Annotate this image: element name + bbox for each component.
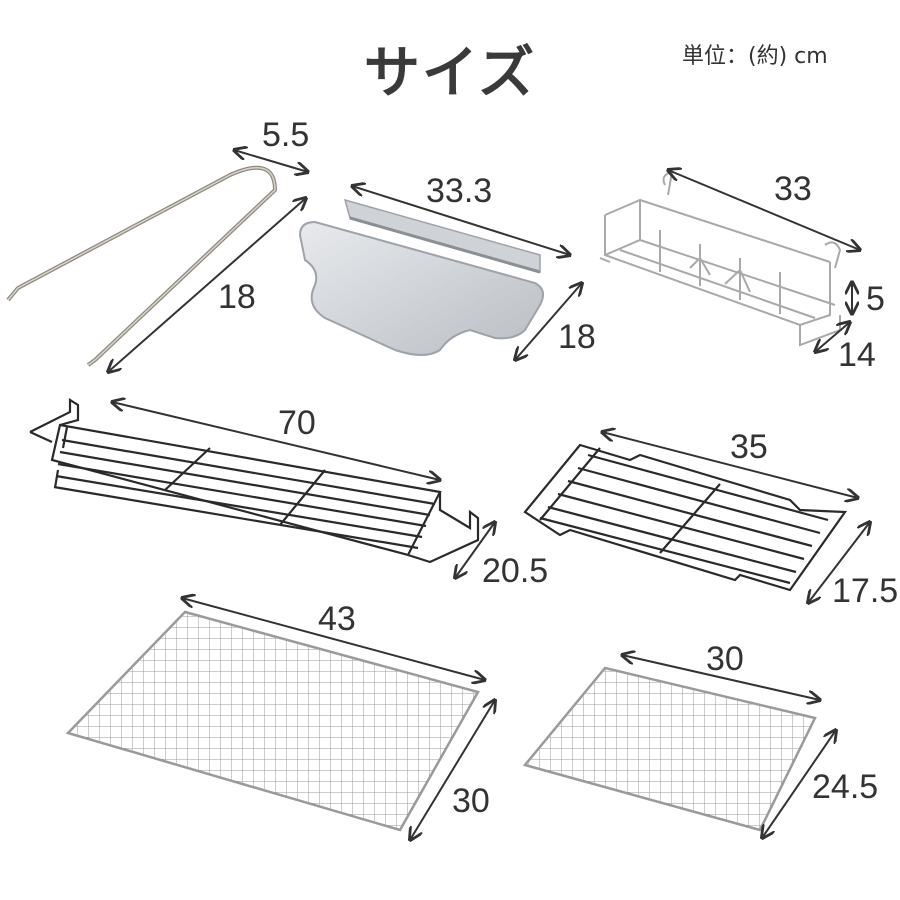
cooling-rack-illustration xyxy=(523,432,870,603)
long-rack-illustration xyxy=(29,400,495,578)
tray-length-label: 33.3 xyxy=(426,172,493,210)
unit-label: 単位：(約) cm xyxy=(682,44,828,69)
large-mesh-illustration xyxy=(65,598,495,840)
basket-height-label: 5 xyxy=(866,280,885,318)
page-title: サイズ xyxy=(363,41,537,106)
basket-illustration xyxy=(599,170,860,352)
large-mesh-length-label: 43 xyxy=(318,600,356,638)
long-rack-depth-label: 20.5 xyxy=(482,552,549,590)
basket-depth-label: 14 xyxy=(838,336,876,374)
long-rack-length-label: 70 xyxy=(278,404,316,442)
tray-illustration xyxy=(298,186,582,360)
tongs-width-label: 5.5 xyxy=(262,116,310,154)
basket-length-label: 33 xyxy=(774,170,812,208)
small-mesh-depth-label: 24.5 xyxy=(812,768,879,806)
small-mesh-length-label: 30 xyxy=(706,640,744,678)
cooling-rack-length-label: 35 xyxy=(730,428,768,466)
small-mesh-illustration xyxy=(522,655,836,838)
large-mesh-depth-label: 30 xyxy=(452,782,490,820)
cooling-rack-depth-label: 17.5 xyxy=(832,572,899,610)
tongs-length-label: 18 xyxy=(218,278,256,316)
tongs-illustration xyxy=(6,150,308,372)
tray-depth-label: 18 xyxy=(558,318,596,356)
